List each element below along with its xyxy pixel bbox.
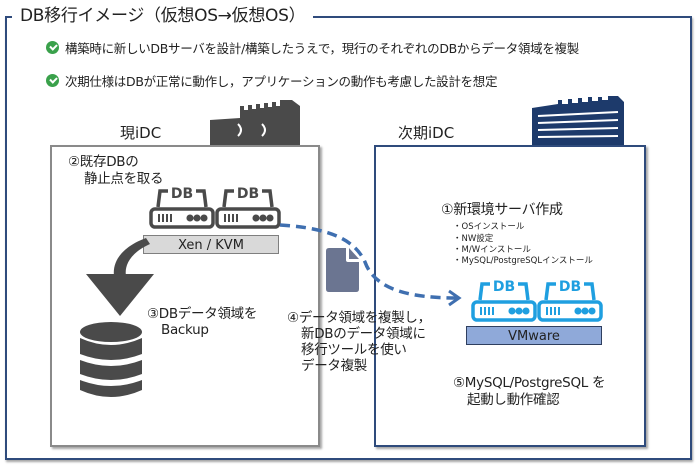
outer-frame <box>5 16 692 460</box>
step3-line2: Backup <box>161 322 209 338</box>
step1-item: ・M/Wインストール <box>453 245 531 255</box>
step4-line4: データ複製 <box>301 358 367 374</box>
next-dc-label: 次期iDC <box>398 124 455 142</box>
step1-title: ①新環境サーバ作成 <box>441 202 563 218</box>
db-server-icon <box>149 189 215 229</box>
step1-item: ・NW設定 <box>453 234 494 244</box>
db-label: DB <box>559 279 581 295</box>
check-circle-icon <box>46 74 59 87</box>
step2-line2: 静止点を取る <box>84 171 164 187</box>
bullet-item: 構築時に新しいDBサーバを設計/構築したうえで，現行のそれぞれのDBからデータ領… <box>46 38 579 57</box>
bullet-text: 次期仕様はDBが正常に動作し，アプリケーションの動作も考慮した設計を想定 <box>65 74 498 89</box>
step1-item: ・OSインストール <box>453 222 525 232</box>
document-icon <box>326 248 359 292</box>
page-title: DB移行イメージ（仮想OS→仮想OS） <box>20 6 306 26</box>
next-dc-building-icon <box>532 96 624 150</box>
current-dc-building-icon <box>210 100 300 152</box>
step5-line1: ⑤MySQL/PostgreSQL を <box>453 375 606 391</box>
db-label: DB <box>171 186 193 202</box>
bullet-item: 次期仕様はDBが正常に動作し，アプリケーションの動作も考慮した設計を想定 <box>46 71 497 90</box>
vmware-label: VMware <box>466 326 602 345</box>
step5-line2: 起動し動作確認 <box>467 392 560 408</box>
next-db-servers: DB DB <box>471 279 603 322</box>
step1-item: ・MySQL/PostgreSQLインストール <box>453 256 593 266</box>
db-label: DB <box>493 279 515 295</box>
check-circle-icon <box>46 41 59 54</box>
current-db-servers: DB DB <box>149 186 281 229</box>
current-dc-label: 現iDC <box>120 124 162 142</box>
step2-line1: ②既存DBの <box>68 154 139 170</box>
database-icon <box>80 322 142 397</box>
step3-line1: ③DBデータ領域を <box>147 306 258 322</box>
backup-arrow-icon <box>86 238 154 316</box>
db-label: DB <box>237 186 259 202</box>
db-server-icon <box>471 282 537 322</box>
db-server-icon <box>537 282 603 322</box>
step4-line3: 移行ツールを使い <box>301 342 407 358</box>
xen-kvm-label: Xen / KVM <box>143 235 279 254</box>
current-dc-box <box>50 145 320 447</box>
bullet-text: 構築時に新しいDBサーバを設計/構築したうえで，現行のそれぞれのDBからデータ領… <box>65 41 579 56</box>
step4-line2: 新DBのデータ領域に <box>301 326 426 342</box>
title-container: DB移行イメージ（仮想OS→仮想OS） <box>12 3 314 29</box>
step4-line1: ④データ領域を複製し， <box>287 310 431 326</box>
db-server-icon <box>215 189 281 229</box>
